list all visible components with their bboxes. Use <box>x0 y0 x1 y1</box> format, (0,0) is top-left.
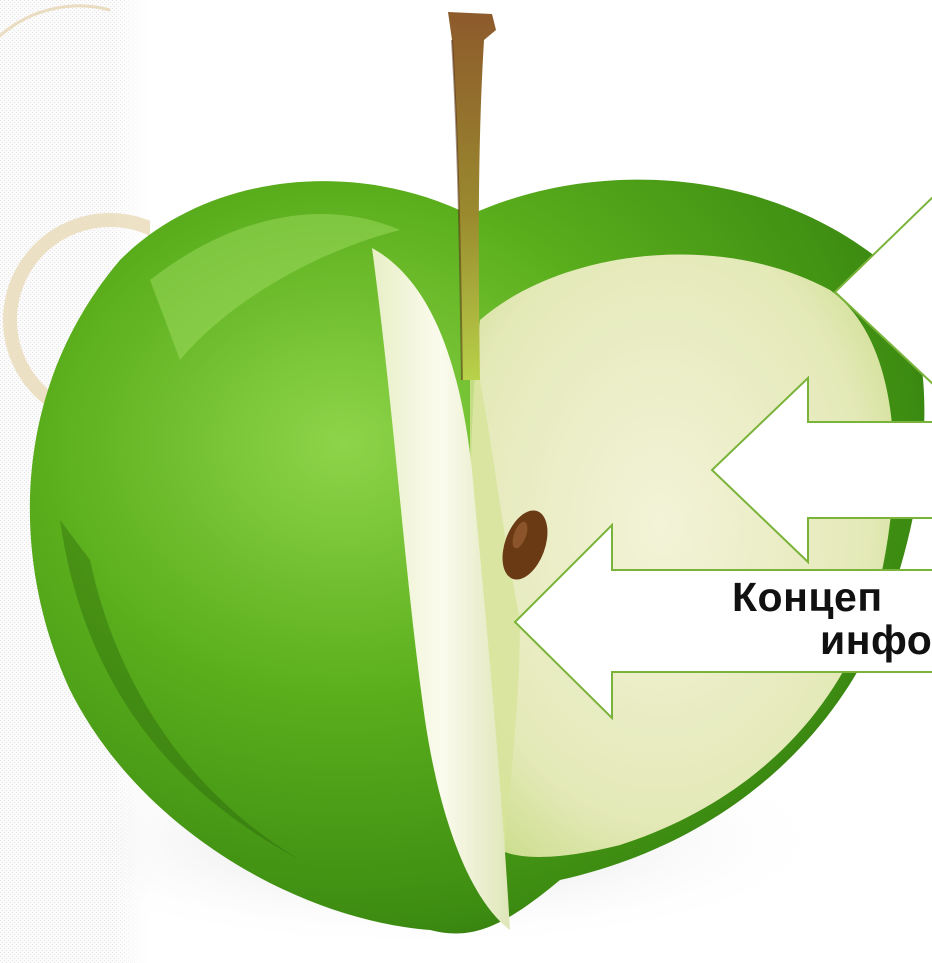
caption-line-1: Концеп <box>732 574 883 621</box>
caption-line-2: инфо <box>820 617 932 664</box>
